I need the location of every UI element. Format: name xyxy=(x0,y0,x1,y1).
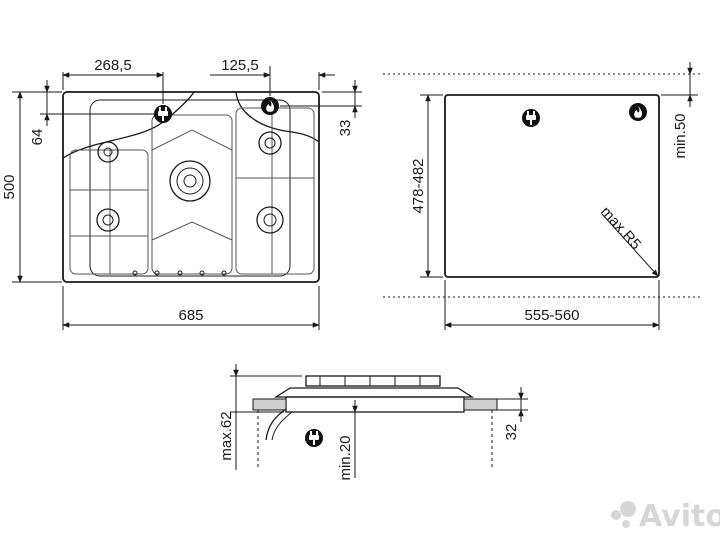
dim-label-radius: max.R5 xyxy=(597,203,644,253)
power-cable-edge xyxy=(271,411,293,441)
dim-label-min50: min.50 xyxy=(672,113,689,158)
side-body xyxy=(285,396,465,413)
dim-label-500: 500 xyxy=(1,174,18,199)
radius-leader xyxy=(601,213,659,277)
gas-flame-icon xyxy=(261,97,279,115)
dim-label-125: 125,5 xyxy=(221,57,259,74)
control-knobs xyxy=(132,270,227,276)
center-grate xyxy=(151,114,233,275)
side-top-plate xyxy=(273,387,475,398)
dim-label-555: 555-560 xyxy=(524,307,579,324)
dim-label-268: 268,5 xyxy=(94,57,132,74)
electric-plug-icon xyxy=(522,109,540,127)
cutout-outline xyxy=(444,94,660,278)
hob-outline xyxy=(62,91,320,283)
plug-zone-curve xyxy=(62,91,195,159)
dim-label-min20: min.20 xyxy=(337,435,354,480)
electric-plug-icon xyxy=(154,105,172,123)
dim-label-32: 32 xyxy=(503,424,520,441)
watermark-text: Avito xyxy=(639,499,720,534)
dim-label-max62: max.62 xyxy=(218,411,235,460)
burner-rear-left xyxy=(97,141,119,163)
side-grate xyxy=(305,375,441,387)
burner-front-right xyxy=(256,206,284,234)
countertop-cutout-view: max.R5 478-482 min.50 555-560 xyxy=(383,62,700,330)
electric-plug-icon xyxy=(305,429,323,447)
left-grate xyxy=(69,149,149,275)
countertop-left xyxy=(252,398,287,411)
hob-top-view: 268,5 125,5 64 33 500 685 xyxy=(1,57,362,330)
burner-center-wok xyxy=(169,160,211,202)
dim-label-33: 33 xyxy=(337,120,354,137)
countertop-right xyxy=(463,398,498,411)
gas-flame-icon xyxy=(629,103,647,121)
burner-rear-right xyxy=(258,131,282,155)
power-cable xyxy=(265,408,287,441)
burner-front-left xyxy=(96,208,120,232)
dim-label-64: 64 xyxy=(29,129,46,146)
dim-label-685: 685 xyxy=(178,307,203,324)
dim-label-478: 478-482 xyxy=(410,158,427,213)
hob-side-view: max.62 min.20 32 xyxy=(218,364,528,481)
hob-inner-panel xyxy=(89,99,291,277)
avito-watermark: Avito xyxy=(611,499,720,534)
